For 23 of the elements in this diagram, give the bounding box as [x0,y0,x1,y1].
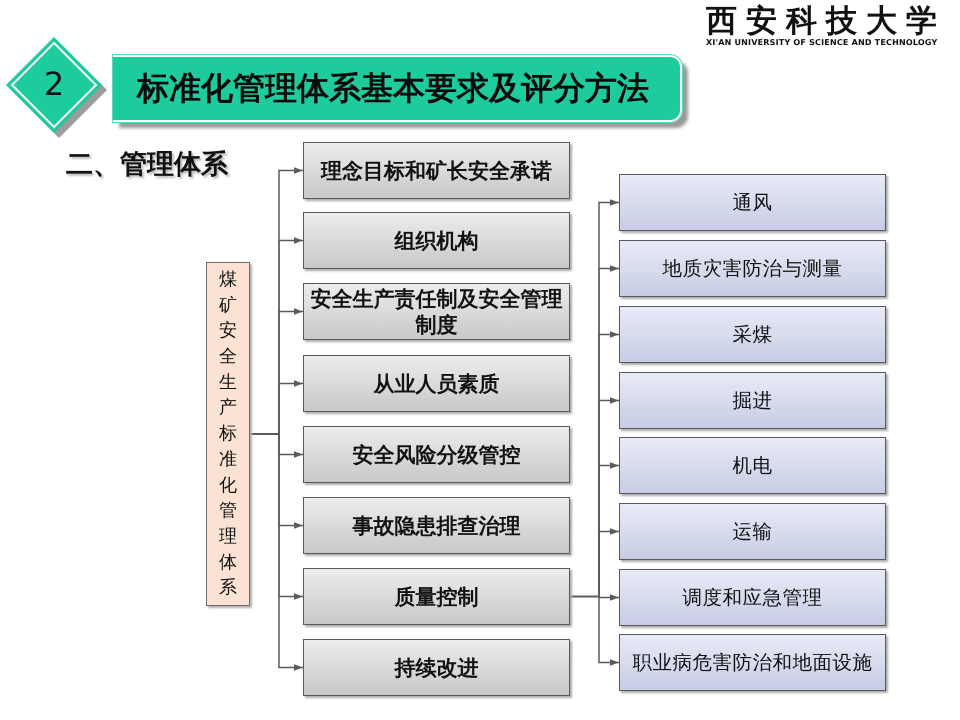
leaf-box: 掘进 [619,372,886,429]
section-heading: 二、管理体系 [66,148,228,182]
category-box: 煤矿安全生产标准化管理体系 [206,262,250,606]
branch-box: 从业人员素质 [303,355,570,412]
connector-arrow [570,596,619,666]
leaf-box: 运输 [619,503,886,560]
branch-box: 持续改进 [303,639,570,696]
branch-box: 理念目标和矿长安全承诺 [303,142,570,199]
branch-box: 安全风险分级管控 [303,426,570,483]
leaf-box: 调度和应急管理 [619,569,886,626]
branch-box: 质量控制 [303,568,570,625]
title-banner: 标准化管理体系基本要求及评分方法 [113,55,682,122]
leaf-box: 地质灾害防治与测量 [619,240,886,297]
leaf-box: 职业病危害防治和地面设施 [619,634,886,691]
branch-box: 组织机构 [303,212,570,269]
leaf-box: 采煤 [619,306,886,363]
leaf-box: 机电 [619,437,886,494]
university-name: 西安科技大学 [706,6,946,37]
connector-arrow [250,433,303,671]
branch-box: 事故隐患排查治理 [303,497,570,554]
university-name: XI'AN UNIVERSITY OF SCIENCE AND TECHNOLOGY [706,39,938,48]
branch-box: 安全生产责任制及安全管理制度 [303,283,570,340]
leaf-box: 通风 [619,174,886,231]
